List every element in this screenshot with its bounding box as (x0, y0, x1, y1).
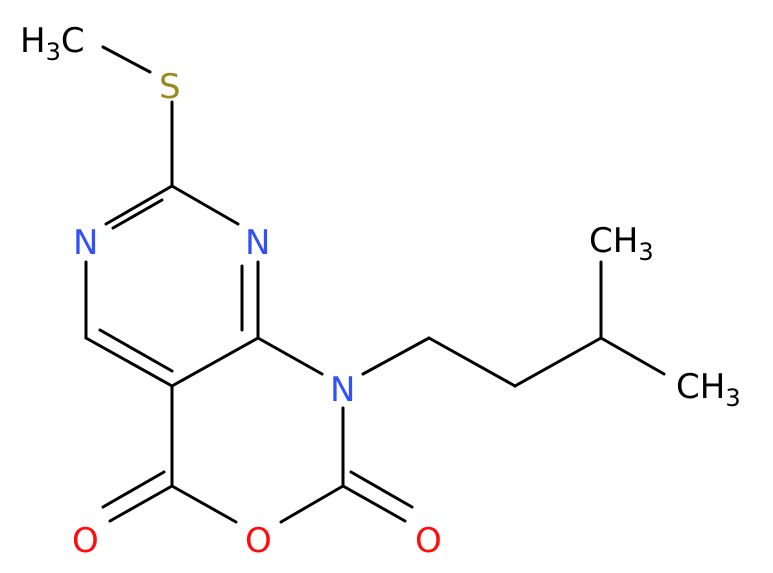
oxygen-label-left: O (72, 521, 99, 561)
bonds (84, 45, 666, 524)
bond-c1prime-c2prime (427, 336, 517, 388)
bond-c4a-c8a (170, 336, 260, 388)
bond-c7-o-right-double (349, 470, 414, 509)
oxygen-label-ring: O (245, 521, 272, 561)
bond-c5-o-ring (170, 484, 238, 524)
methyl-label-lower: CH3 (676, 367, 741, 412)
bond-c4-c4a-double (98, 328, 174, 373)
bond-c2-n3-double (111, 198, 164, 230)
nitrogen-label-right: N (245, 223, 270, 263)
methyl-label-upper: CH3 (589, 221, 654, 266)
bond-c5-o-left (108, 484, 174, 523)
bond-c8a-n8 (256, 336, 324, 376)
methyl-label-top: H3C (20, 21, 85, 66)
bond-c4-c4a (84, 336, 174, 388)
bond-c2prime-c3prime (513, 336, 603, 388)
bond-c3prime-ch3-lower (599, 336, 666, 376)
sulfur-label: S (159, 67, 181, 107)
nitrogen-label-left: N (73, 223, 98, 263)
bond-ch3-s (101, 45, 152, 74)
oxygen-label-right: O (415, 521, 442, 561)
atom-labels: H3C S N N N O O O CH3 CH3 (20, 21, 741, 561)
bond-o-ring-c7 (279, 484, 345, 524)
bond-c7-o-right (341, 484, 407, 523)
bond-n8-c1prime (361, 336, 431, 376)
nitrogen-label-ring: N (330, 370, 355, 410)
bond-c5-o-left-double (101, 470, 166, 509)
bond-c2-n1 (170, 184, 240, 226)
bond-c2-n3 (104, 184, 174, 226)
